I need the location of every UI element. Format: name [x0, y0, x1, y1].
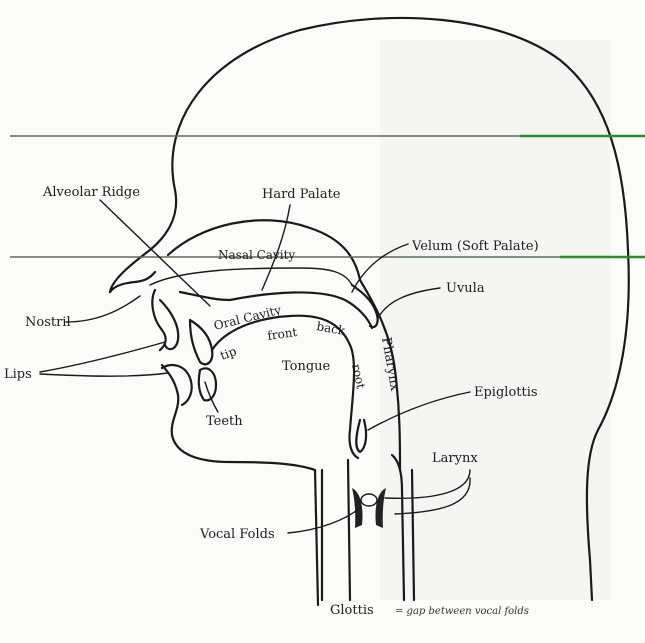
upper-lip: [160, 300, 178, 349]
lower-teeth: [199, 368, 216, 400]
upper-teeth: [190, 320, 212, 364]
label-epiglottis: Epiglottis: [474, 385, 538, 400]
larynx-front: [348, 460, 350, 600]
label-larynx: Larynx: [432, 451, 478, 466]
label-alveolar-ridge: Alveolar Ridge: [42, 185, 140, 200]
label-root: root: [349, 363, 368, 391]
label-uvula: Uvula: [446, 281, 485, 296]
leader-nostril: [66, 296, 140, 322]
label-nasal-cavity: Nasal Cavity: [218, 248, 295, 262]
label-lips: Lips: [4, 367, 32, 382]
label-hard-palate: Hard Palate: [262, 187, 341, 202]
label-glottis: Glottis: [330, 603, 374, 618]
label-vocal-folds: Vocal Folds: [199, 527, 275, 542]
epiglottis: [356, 420, 366, 452]
vocal-fold-left: [352, 488, 363, 528]
label-tongue: Tongue: [282, 359, 331, 374]
glottis-opening: [361, 494, 377, 506]
label-tip: tip: [218, 344, 238, 363]
label-nostril: Nostril: [25, 315, 71, 330]
paper-shading: [380, 40, 610, 600]
nose-outline: [110, 272, 155, 292]
label-velum: Velum (Soft Palate): [411, 239, 539, 254]
label-teeth: Teeth: [206, 414, 243, 429]
leader-lips-lower: [40, 373, 168, 376]
label-back: back: [315, 319, 347, 338]
label-glottis-note: = gap between vocal folds: [395, 606, 529, 617]
leader-lips-upper: [40, 342, 165, 372]
label-front: front: [266, 325, 298, 343]
